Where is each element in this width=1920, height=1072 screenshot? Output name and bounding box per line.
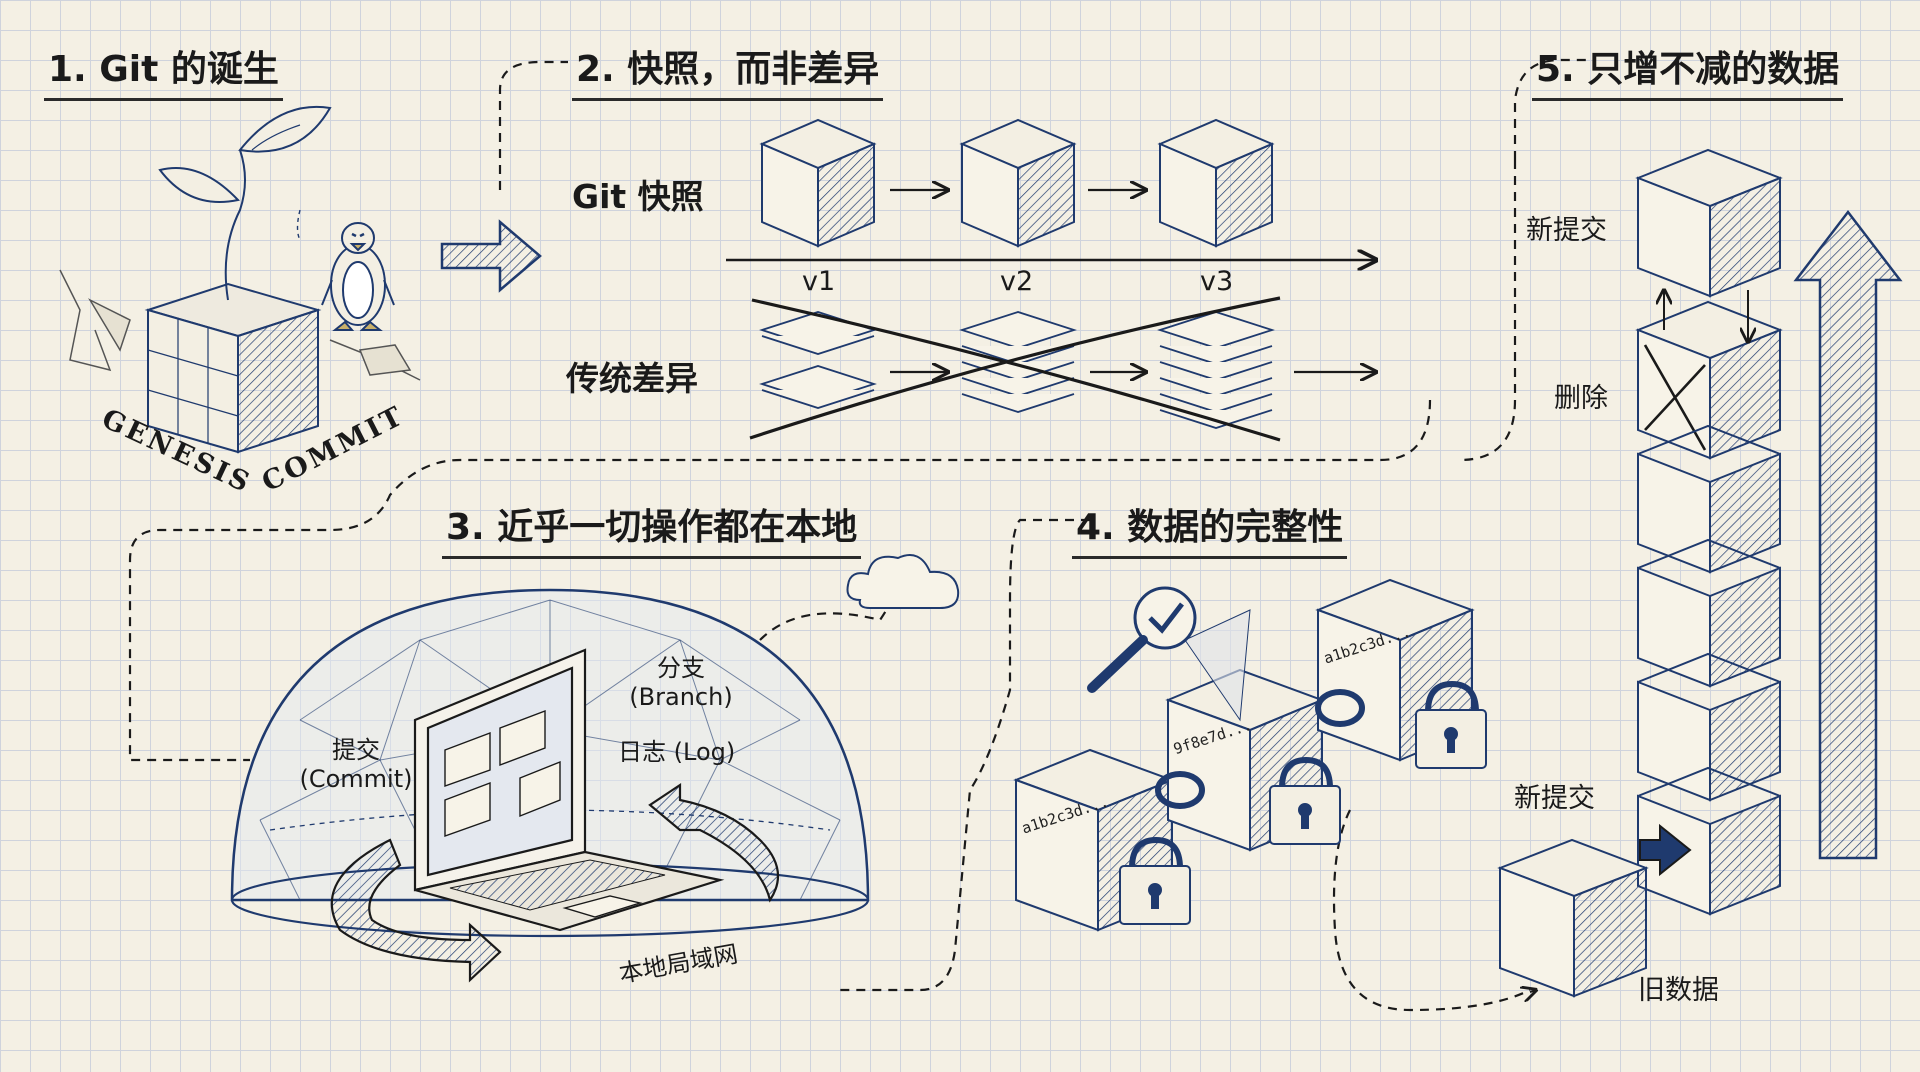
commit-label-en: (Commit) [299, 765, 413, 793]
chain-link [1155, 689, 1365, 809]
branch-label-en: (Branch) [629, 683, 733, 711]
old-data-cube [1497, 838, 1649, 998]
stack-cube-4 [1637, 538, 1781, 688]
push-arrow [1639, 823, 1692, 877]
snapshot-cube-v2 [959, 118, 1077, 248]
git-snapshot-label: Git 快照 [572, 177, 704, 216]
padlock-icon-1 [1119, 836, 1191, 925]
new-commit-top-label: 新提交 [1526, 215, 1607, 246]
version-label-v1: v1 [802, 266, 836, 297]
stack-cube-new-top [1635, 148, 1783, 298]
genesis-cube [144, 282, 322, 454]
version-label-v3: v3 [1200, 266, 1234, 297]
integrity-chain [1013, 578, 1487, 932]
snapshot-cube-v3 [1157, 118, 1275, 248]
old-data-arrow [1530, 990, 1536, 992]
section-title-5: 5. 只增不减的数据 [1532, 40, 1844, 101]
magnifier-check-icon [1087, 586, 1251, 722]
append-only-stack [1497, 148, 1903, 998]
stack-cube-5 [1637, 652, 1781, 802]
stack-cube-3 [1637, 424, 1781, 574]
snapshot-cube-v1 [759, 118, 877, 248]
sprout-icon [158, 106, 332, 301]
stack-cube-deleted [1635, 300, 1783, 460]
up-arrow-big [1793, 209, 1903, 860]
section-title-2: 2. 快照，而非差异 [572, 40, 884, 101]
local-circular-arrows [330, 782, 780, 983]
genesis-illustration [59, 106, 421, 454]
branch-label: 分支 (Branch) [616, 648, 746, 711]
commit-label-cn: 提交 [332, 736, 380, 764]
cloud-icon [846, 554, 960, 609]
section-title-1: 1. Git 的诞生 [44, 40, 283, 101]
section-title-4: 4. 数据的完整性 [1072, 498, 1348, 559]
version-label-v2: v2 [1000, 266, 1034, 297]
delete-label: 删除 [1554, 383, 1608, 414]
commit-label: 提交 (Commit) [296, 730, 416, 793]
padlock-icon-3 [1415, 680, 1487, 769]
diff-strike-cross [749, 296, 1281, 442]
branch-label-cn: 分支 [657, 654, 705, 682]
log-label: 日志 (Log) [618, 738, 736, 766]
laptop-icon [413, 648, 725, 932]
old-data-label: 旧数据 [1638, 975, 1719, 1006]
padlock-icon-2 [1269, 756, 1341, 845]
section-title-3: 3. 近乎一切操作都在本地 [442, 498, 862, 559]
traditional-diff-label: 传统差异 [566, 359, 698, 398]
section1-to-2-arrow [440, 219, 542, 293]
new-commit-bottom-label: 新提交 [1514, 783, 1595, 814]
git-snapshot-cubes [759, 118, 1275, 248]
penguin-icon [321, 222, 395, 331]
